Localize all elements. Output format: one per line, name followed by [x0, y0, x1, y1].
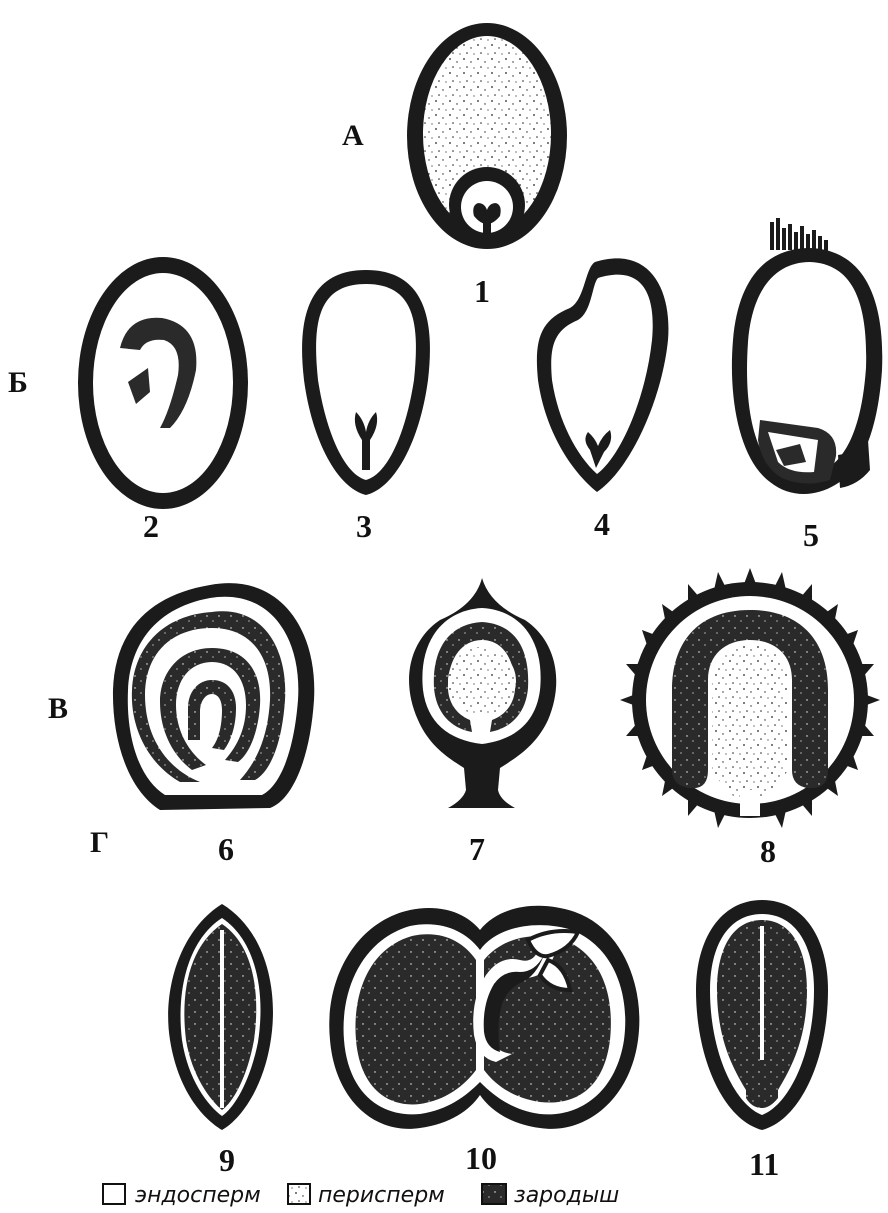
seed-7 — [409, 578, 556, 808]
legend-swatch-endosperm — [103, 1184, 125, 1204]
seed-number-1: 1 — [474, 273, 490, 309]
row-label-b: Б — [8, 366, 28, 399]
seed-1 — [407, 23, 567, 249]
seed-number-6: 6 — [218, 831, 234, 867]
seed-11 — [696, 900, 828, 1130]
row-label-v: В — [48, 692, 68, 725]
legend: эндосперм перисперм зародыш — [103, 1183, 619, 1208]
legend-label-perisperm: перисперм — [318, 1183, 445, 1208]
legend-swatch-embryo — [482, 1184, 506, 1204]
seed-5 — [732, 218, 882, 494]
seed-number-3: 3 — [356, 508, 372, 544]
seed-number-10: 10 — [465, 1140, 497, 1176]
seed-3 — [302, 270, 430, 495]
seed-10 — [329, 906, 639, 1129]
row-label-g: Г — [90, 826, 109, 859]
legend-swatch-perisperm — [288, 1184, 310, 1204]
row-label-a: А — [342, 119, 364, 152]
seed-9 — [168, 904, 273, 1130]
legend-label-endosperm: эндосперм — [135, 1183, 261, 1208]
seed-number-11: 11 — [749, 1146, 779, 1182]
seed-number-8: 8 — [760, 833, 776, 869]
seed-8 — [620, 568, 880, 828]
seed-6 — [113, 583, 314, 810]
seed-number-7: 7 — [469, 831, 485, 867]
seed-number-9: 9 — [219, 1142, 235, 1178]
seed-number-5: 5 — [803, 517, 819, 553]
legend-label-embryo: зародыш — [514, 1183, 619, 1208]
seed-4 — [537, 258, 669, 492]
seed-number-2: 2 — [143, 508, 159, 544]
seed-number-4: 4 — [594, 506, 610, 542]
seed-2 — [78, 257, 248, 509]
